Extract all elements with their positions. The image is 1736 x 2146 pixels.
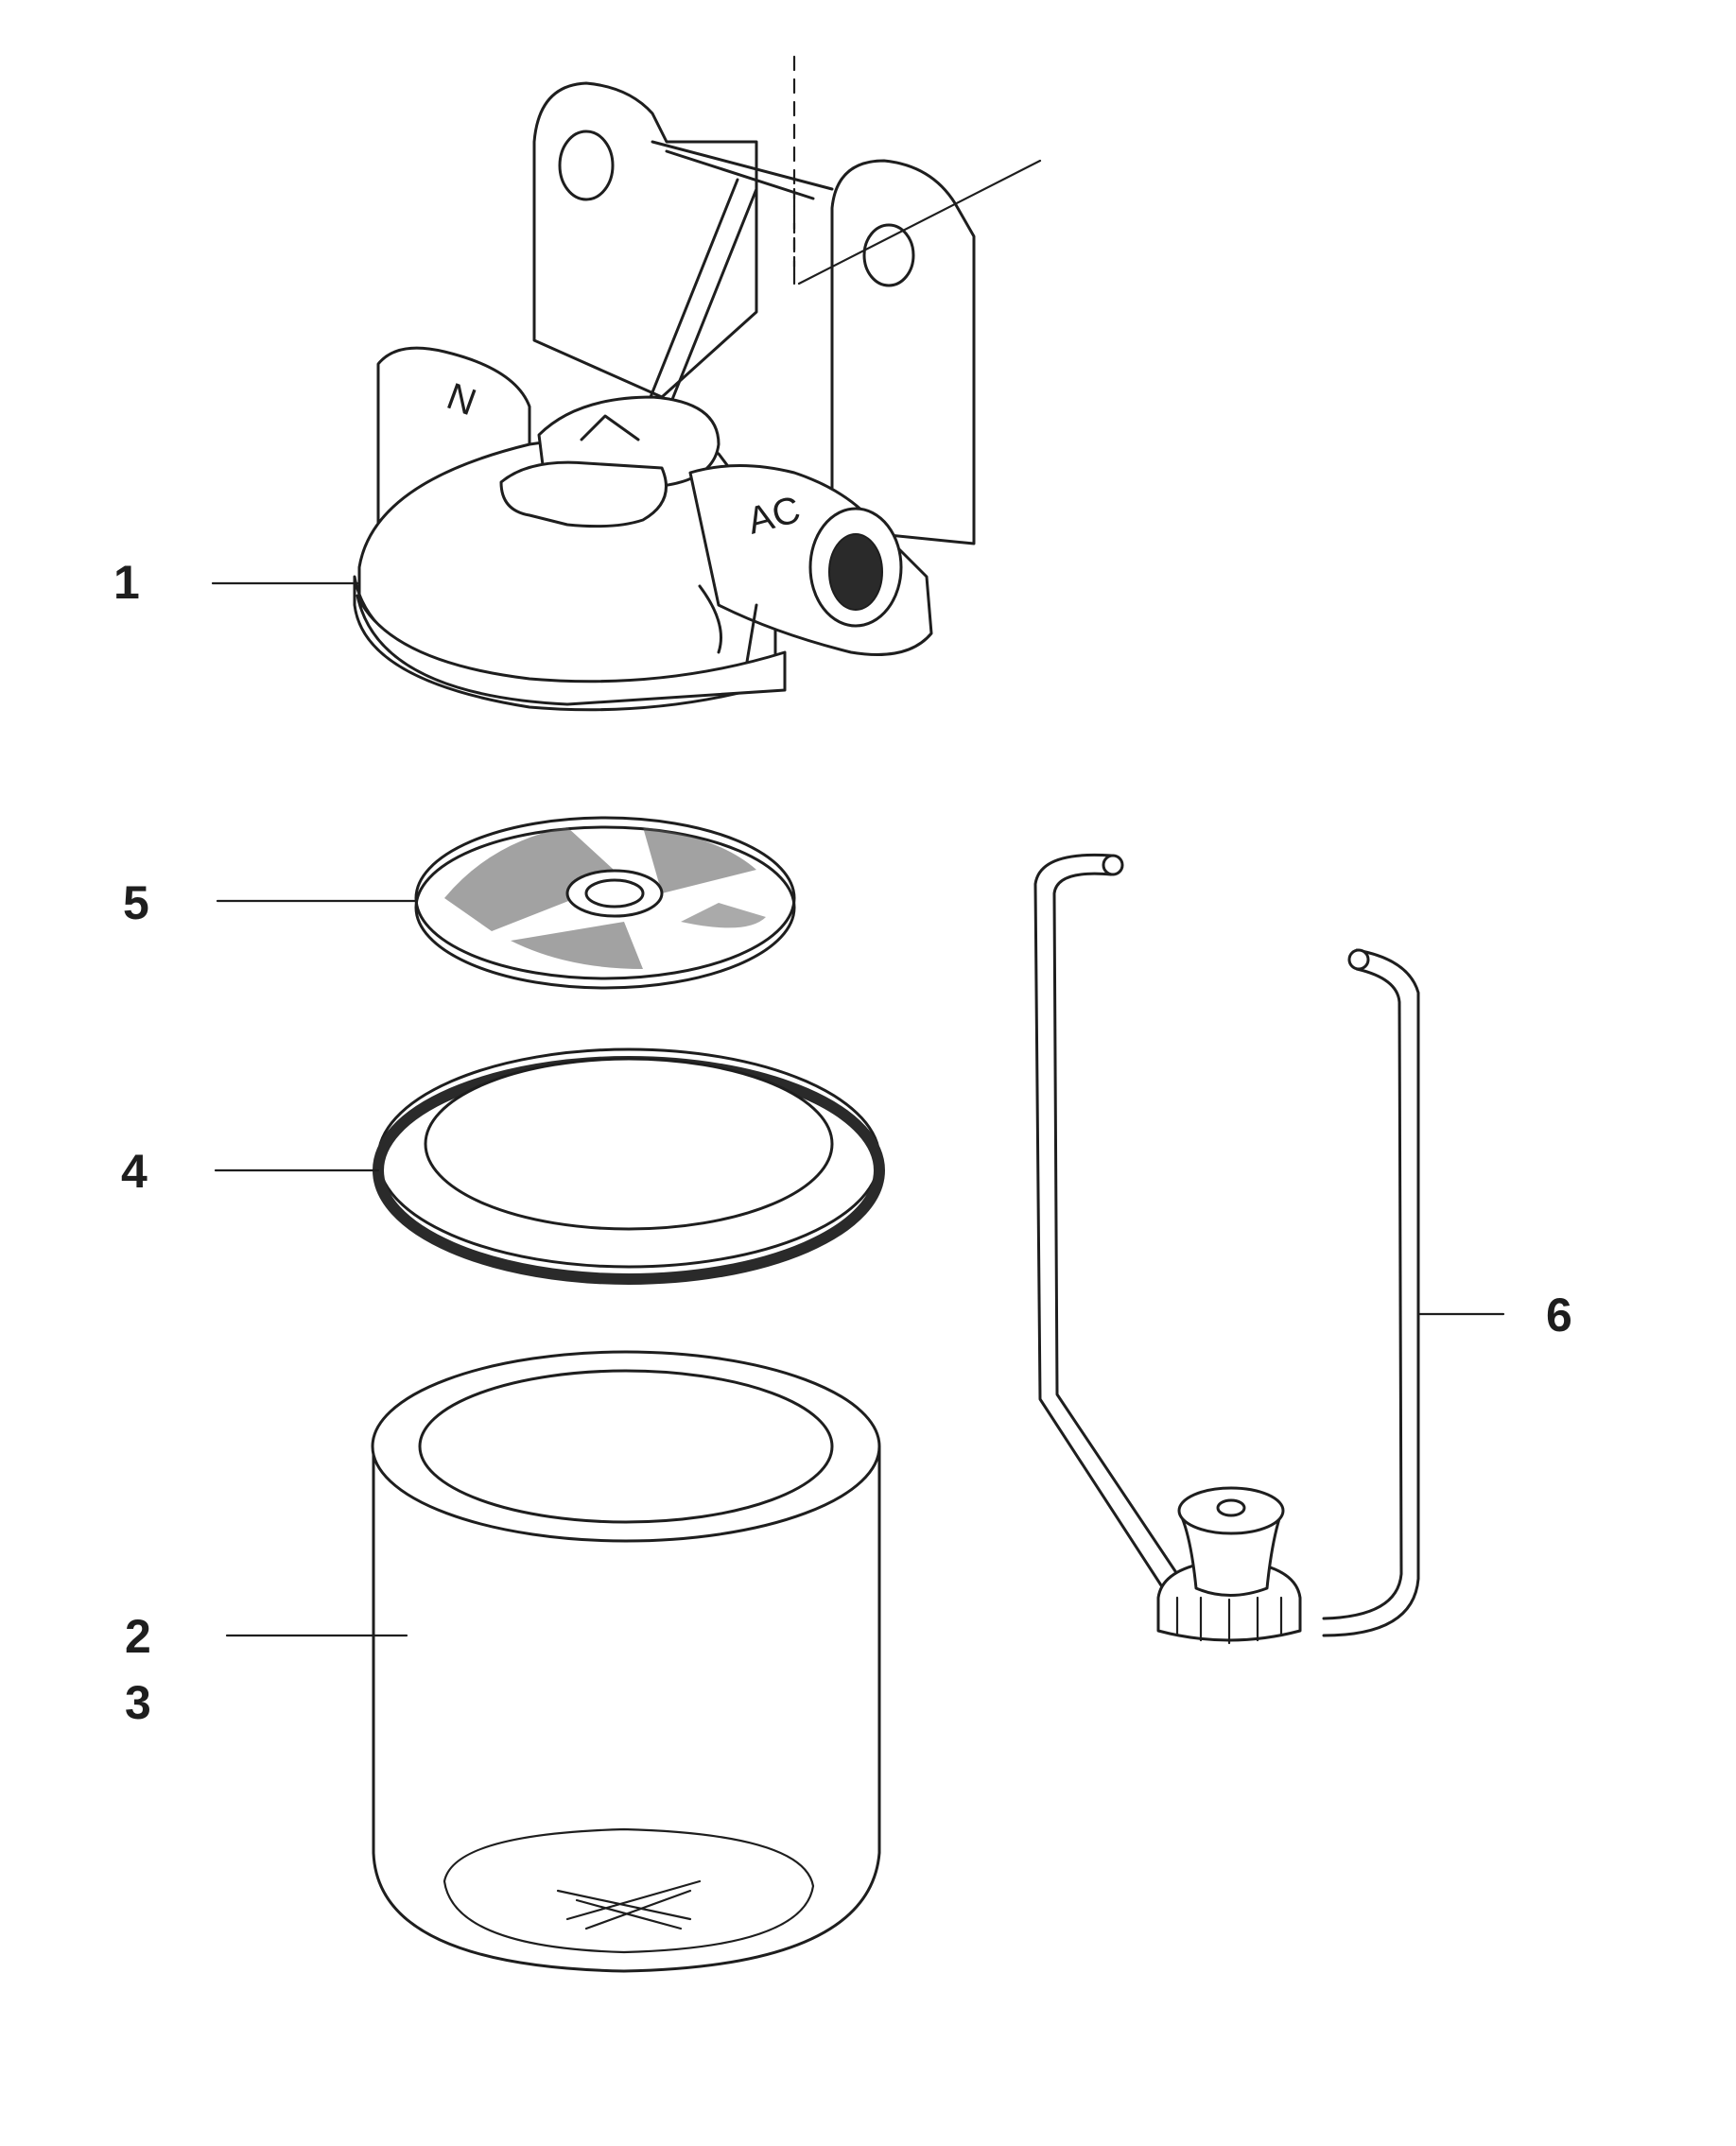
thumb-nut-knurl-lines bbox=[1175, 1596, 1283, 1645]
leader-line-bracket bbox=[797, 159, 1042, 286]
callout-numbers: 1 5 4 6 2 3 bbox=[113, 556, 1572, 1729]
callout-leaders bbox=[211, 581, 1505, 1637]
callout-1: 1 bbox=[113, 556, 140, 609]
filter-screen-part bbox=[414, 816, 796, 990]
screen-mesh-segment bbox=[444, 827, 624, 931]
filter-bowl-part bbox=[371, 1350, 881, 1973]
bail-wire-left-end bbox=[1102, 854, 1124, 876]
screen-center-hub bbox=[565, 869, 664, 918]
bail-assembly-part bbox=[1033, 853, 1420, 1645]
bracket-rib bbox=[641, 178, 739, 418]
callout-6: 6 bbox=[1546, 1289, 1572, 1341]
thumb-nut-center-hole bbox=[1216, 1498, 1246, 1517]
callout-3: 3 bbox=[125, 1676, 151, 1729]
bracket-edge bbox=[651, 140, 834, 191]
bail-wire-right-inner bbox=[1322, 967, 1403, 1620]
screen-center-hole bbox=[584, 878, 645, 909]
bowl-rim-inner bbox=[418, 1369, 834, 1524]
filter-head-part: N AC bbox=[353, 55, 1042, 712]
left-mounting-ear bbox=[532, 81, 758, 399]
gasket-part bbox=[373, 1047, 885, 1285]
bail-wire-right-end bbox=[1347, 948, 1370, 971]
bowl-bottom-cross-mark bbox=[575, 1889, 692, 1930]
bail-wire-right-outer bbox=[1322, 948, 1420, 1637]
cap-detail bbox=[698, 584, 722, 654]
outlet-lever bbox=[499, 460, 668, 528]
bowl-bottom-cross-mark bbox=[556, 1879, 702, 1921]
right-bolt-hole bbox=[862, 223, 915, 287]
bowl-bottom bbox=[443, 1827, 815, 1954]
callout-5: 5 bbox=[123, 876, 149, 929]
bracket-edge bbox=[665, 149, 815, 200]
screen-mesh-segment bbox=[511, 922, 643, 969]
screen-mesh-segment bbox=[681, 903, 766, 928]
callout-4: 4 bbox=[121, 1145, 148, 1198]
outlet-port-thread bbox=[828, 533, 883, 611]
left-bolt-hole bbox=[558, 130, 615, 201]
cap-detail bbox=[745, 603, 758, 664]
gasket-inner bbox=[424, 1057, 834, 1231]
callout-2: 2 bbox=[125, 1610, 151, 1663]
thumb-nut-top bbox=[1177, 1486, 1285, 1535]
head-skirt bbox=[356, 594, 787, 706]
right-mounting-ear bbox=[830, 159, 976, 545]
screen-disc-edge bbox=[414, 825, 796, 990]
bail-wire-left-inner bbox=[1052, 872, 1179, 1576]
screen-mesh-segment bbox=[643, 827, 756, 893]
bowl-body bbox=[372, 1445, 881, 1973]
bail-wire-left-outer bbox=[1033, 853, 1165, 1590]
bracket-rib bbox=[660, 187, 758, 427]
outlet-arrow-mark bbox=[580, 414, 640, 441]
